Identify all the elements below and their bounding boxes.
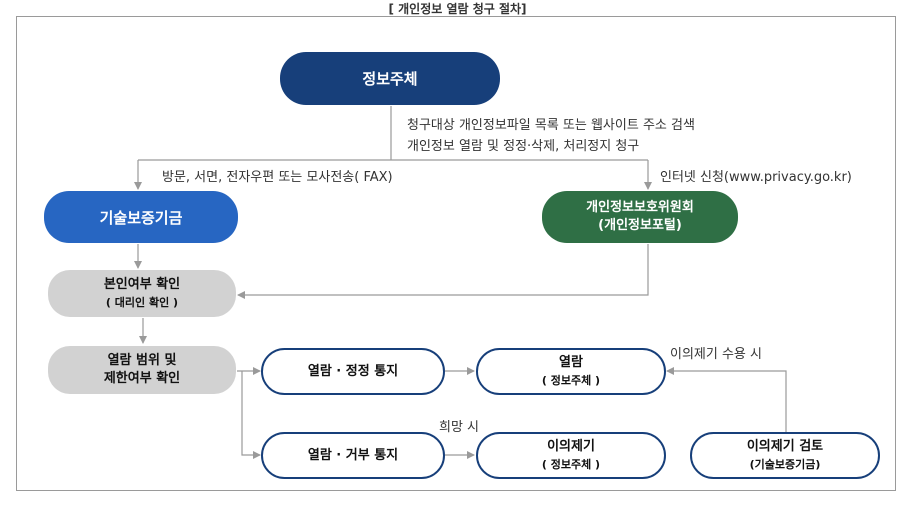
node-review: 이의제기 검토 (기술보증기금) bbox=[690, 432, 880, 479]
label-offline: 방문, 서면, 전자우편 또는 모사전송( FAX) bbox=[162, 170, 393, 185]
node-view-line1: 열람 bbox=[559, 354, 583, 370]
node-view-line2: ( 정보주체 ) bbox=[541, 373, 601, 387]
node-view: 열람 ( 정보주체 ) bbox=[476, 348, 666, 395]
node-notice-grant: 열람 · 정정 통지 bbox=[261, 348, 445, 395]
node-kibo-label: 기술보증기금 bbox=[99, 208, 183, 227]
node-pipc: 개인정보보호위원회 (개인정보포털) bbox=[542, 191, 738, 243]
label-search-line1: 청구대상 개인정보파일 목록 또는 웹사이트 주소 검색 bbox=[407, 118, 695, 133]
diagram-heading: [ 개인정보 열람 청구 절차] bbox=[388, 2, 527, 16]
node-objection-line1: 이의제기 bbox=[547, 438, 595, 454]
node-scope: 열람 범위 및 제한여부 확인 bbox=[48, 346, 236, 394]
connector-review-to-view bbox=[666, 367, 787, 432]
node-objection: 이의제기 ( 정보주체 ) bbox=[476, 432, 666, 479]
node-kibo: 기술보증기금 bbox=[44, 191, 238, 243]
node-review-line2: (기술보증기금) bbox=[749, 457, 821, 471]
node-identity-line1: 본인여부 확인 bbox=[103, 276, 181, 292]
node-subject: 정보주체 bbox=[280, 52, 500, 105]
node-notice-deny: 열람 · 거부 통지 bbox=[261, 432, 445, 479]
node-objection-line2: ( 정보주체 ) bbox=[541, 457, 601, 471]
node-notice-deny-label: 열람 · 거부 통지 bbox=[307, 447, 399, 463]
label-search-line2: 개인정보 열람 및 정정·삭제, 처리정지 청구 bbox=[407, 139, 640, 154]
node-scope-line2: 제한여부 확인 bbox=[103, 371, 181, 386]
connector-pipc-to-identity bbox=[237, 244, 649, 299]
node-notice-grant-label: 열람 · 정정 통지 bbox=[307, 363, 399, 379]
label-desired: 희망 시 bbox=[439, 420, 480, 435]
node-review-line1: 이의제기 검토 bbox=[746, 438, 824, 454]
node-identity-line2: ( 대리인 확인 ) bbox=[105, 295, 179, 309]
diagram-frame bbox=[16, 16, 896, 491]
label-online: 인터넷 신청(www.privacy.go.kr) bbox=[660, 170, 852, 185]
connector-branch-vertical bbox=[241, 371, 261, 459]
label-accepted: 이의제기 수용 시 bbox=[670, 347, 762, 362]
node-scope-line1: 열람 범위 및 bbox=[107, 353, 177, 368]
node-pipc-line1: 개인정보보호위원회 bbox=[586, 200, 694, 215]
node-identity: 본인여부 확인 ( 대리인 확인 ) bbox=[48, 270, 236, 317]
node-subject-label: 정보주체 bbox=[362, 70, 418, 88]
node-pipc-line2: (개인정보포털) bbox=[598, 218, 682, 233]
